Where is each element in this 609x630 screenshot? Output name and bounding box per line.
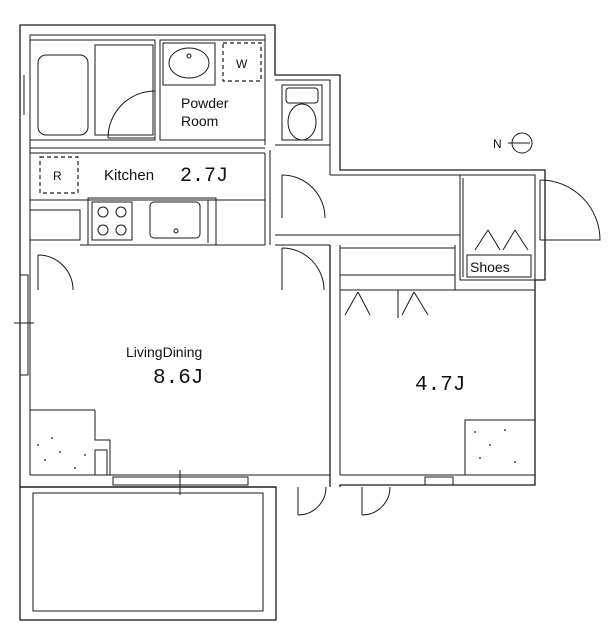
north-label: N — [493, 137, 502, 151]
powder-room: W Powder Room — [159, 39, 266, 141]
balcony — [19, 486, 277, 621]
powder-room-label-2: Room — [181, 113, 218, 129]
kitchen-label: Kitchen — [104, 167, 154, 184]
bedroom: 4.7J — [339, 245, 535, 516]
fridge-space — [39, 156, 79, 194]
toilet-bowl — [287, 103, 317, 141]
living-dining: LivingDining 8.6J — [14, 75, 331, 516]
kitchen: R Kitchen 2.7J — [29, 147, 266, 291]
washer-space — [222, 42, 262, 82]
kitchen-sink — [149, 201, 201, 239]
hallway: Shoes — [269, 150, 601, 291]
bathroom — [29, 39, 156, 141]
living-dining-label: LivingDining — [126, 344, 202, 360]
powder-room-label-1: Powder — [181, 95, 229, 111]
fridge-mark: R — [53, 169, 62, 183]
washer-mark: W — [236, 57, 248, 71]
north-compass: N — [493, 132, 533, 154]
kitchen-size: 2.7J — [180, 165, 228, 188]
bedroom-size: 4.7J — [415, 374, 465, 397]
toilet-tank — [285, 87, 319, 104]
living-dining-size: 8.6J — [153, 367, 203, 390]
shoe-cabinet — [466, 254, 532, 278]
outer-walls — [19, 24, 546, 488]
toilet-room — [275, 84, 330, 219]
stove — [91, 201, 133, 241]
shoes-label: Shoes — [470, 259, 510, 275]
